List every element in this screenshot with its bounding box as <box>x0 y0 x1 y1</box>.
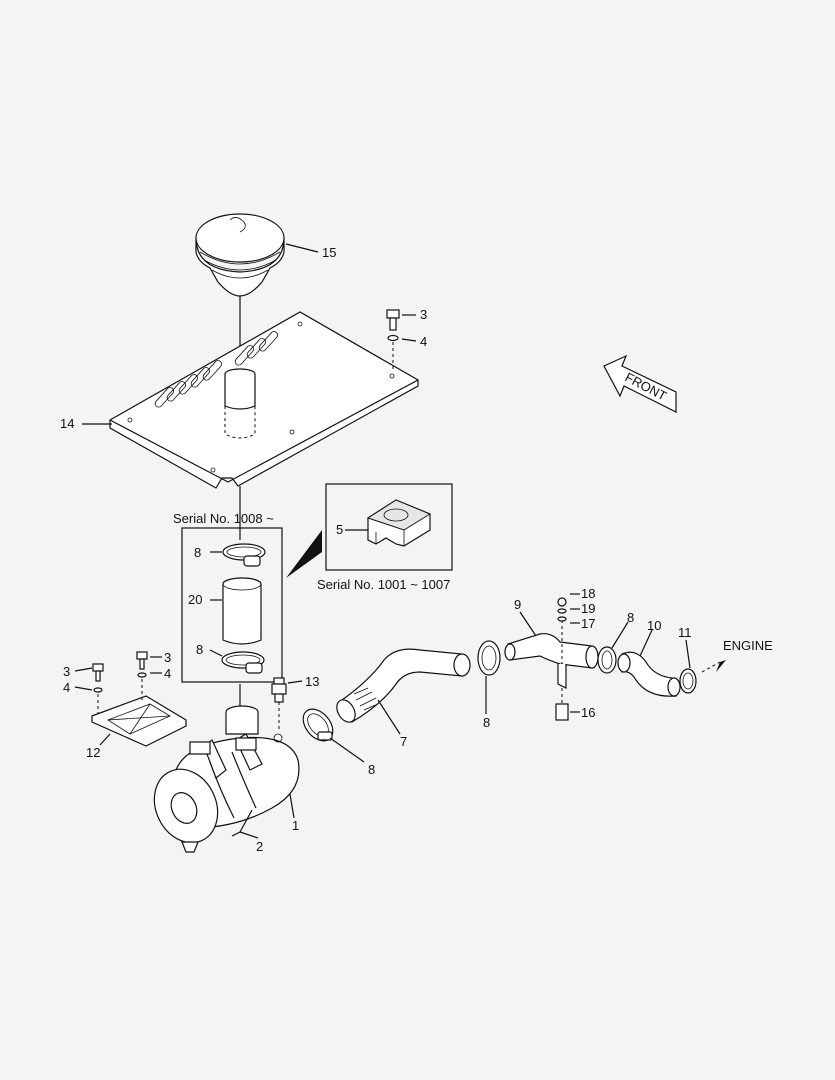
serial-old-box <box>286 483 453 578</box>
leader-lines <box>74 243 691 839</box>
serial-new-text: Serial No. 1008 ~ <box>173 511 274 526</box>
cover-plate <box>109 311 419 540</box>
label-7: 7 <box>400 734 407 749</box>
label-14: 14 <box>60 416 74 431</box>
label-5: 5 <box>336 522 343 537</box>
label-17: 17 <box>581 616 595 631</box>
label-8-box-top: 8 <box>194 545 201 560</box>
bolts-left <box>92 651 148 714</box>
air-cleaner-body <box>153 684 300 853</box>
clamp-near-body <box>302 708 334 742</box>
label-4-left: 4 <box>63 680 70 695</box>
label-18: 18 <box>581 586 595 601</box>
serial-new-box <box>181 527 283 683</box>
fitting <box>271 677 287 730</box>
label-8-body: 8 <box>368 762 375 777</box>
front-arrow: FRONT <box>603 354 677 413</box>
label-20: 20 <box>188 592 202 607</box>
serial-old-text: Serial No. 1001 ~ 1007 <box>317 577 450 592</box>
clamp-hose-right <box>477 640 501 676</box>
label-8-box-bottom: 8 <box>196 642 203 657</box>
label-8-right: 8 <box>627 610 634 625</box>
part-labels: 15 3 4 14 8 20 8 5 3 4 3 4 12 13 1 2 8 7… <box>60 245 692 854</box>
bracket <box>91 695 187 747</box>
label-1: 1 <box>292 818 299 833</box>
label-4-mid: 4 <box>164 666 171 681</box>
clamp-engine <box>679 668 697 694</box>
elbow-hose <box>617 651 681 697</box>
label-3-top: 3 <box>420 307 427 322</box>
label-3-left: 3 <box>63 664 70 679</box>
bolt-top <box>386 309 400 372</box>
label-16: 16 <box>581 705 595 720</box>
label-4-top: 4 <box>420 334 427 349</box>
pre-cleaner-cap <box>195 213 285 372</box>
elbow-pipe <box>504 597 599 721</box>
intake-hose <box>336 648 471 723</box>
label-15: 15 <box>322 245 336 260</box>
label-12: 12 <box>86 745 100 760</box>
label-3-mid: 3 <box>164 650 171 665</box>
clamp-right <box>597 646 617 674</box>
label-9: 9 <box>514 597 521 612</box>
label-11: 11 <box>678 625 692 640</box>
label-2: 2 <box>256 839 263 854</box>
label-10: 10 <box>647 618 661 633</box>
label-8-hose: 8 <box>483 715 490 730</box>
engine-arrow <box>701 660 726 673</box>
annotations: Serial No. 1008 ~ Serial No. 1001 ~ 1007… <box>173 511 773 653</box>
engine-text: ENGINE <box>723 638 773 653</box>
label-19: 19 <box>581 601 595 616</box>
label-13: 13 <box>305 674 319 689</box>
